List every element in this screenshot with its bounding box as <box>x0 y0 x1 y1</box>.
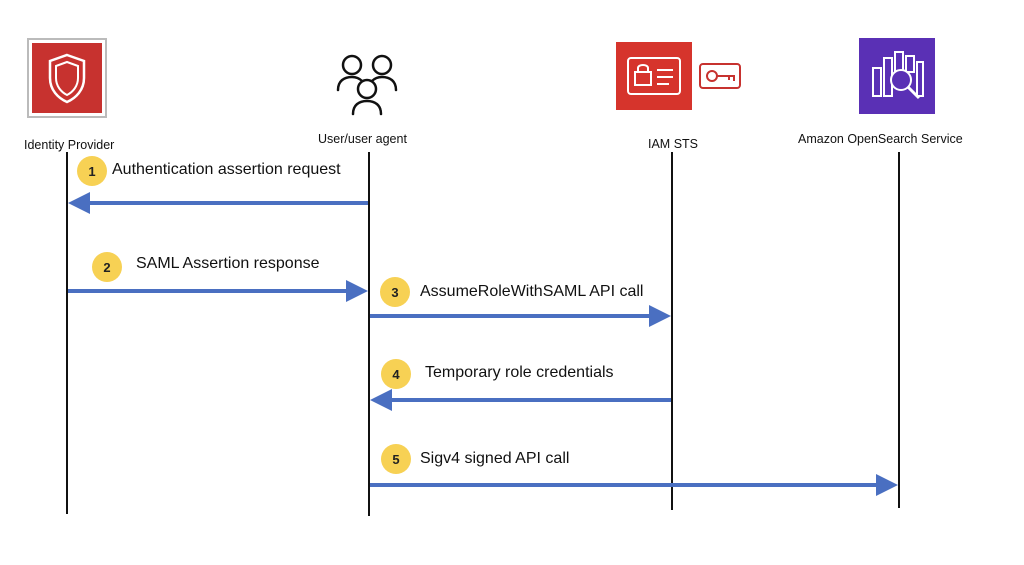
message-arrowhead-2 <box>346 280 368 302</box>
id-card-key-icon <box>616 42 746 110</box>
message-label-1: Authentication assertion request <box>112 161 341 178</box>
message-arrowhead-1 <box>68 192 90 214</box>
lifeline-iam-sts <box>671 152 673 510</box>
message-arrowhead-3 <box>649 305 671 327</box>
step-badge-2: 2 <box>92 252 122 282</box>
actor-label-identity-provider: Identity Provider <box>24 138 115 152</box>
message-label-2: SAML Assertion response <box>136 255 320 272</box>
step-badge-1: 1 <box>77 156 107 186</box>
users-icon <box>332 52 402 118</box>
step-badge-4: 4 <box>381 359 411 389</box>
message-label-5: Sigv4 signed API call <box>420 450 570 467</box>
actor-label-opensearch: Amazon OpenSearch Service <box>798 132 963 146</box>
message-label-4: Temporary role credentials <box>425 364 614 381</box>
message-label-3: AssumeRoleWithSAML API call <box>420 283 644 300</box>
lifeline-user-agent <box>368 152 370 516</box>
step-badge-5: 5 <box>381 444 411 474</box>
message-arrowhead-5 <box>876 474 898 496</box>
lifeline-identity-provider <box>66 152 68 514</box>
shield-icon <box>27 38 107 118</box>
message-arrowhead-4 <box>370 389 392 411</box>
lifeline-opensearch <box>898 152 900 508</box>
step-badge-3: 3 <box>380 277 410 307</box>
actor-label-iam-sts: IAM STS <box>648 137 699 151</box>
actor-label-user-agent: User/user agent <box>318 132 407 146</box>
opensearch-icon <box>859 38 935 114</box>
